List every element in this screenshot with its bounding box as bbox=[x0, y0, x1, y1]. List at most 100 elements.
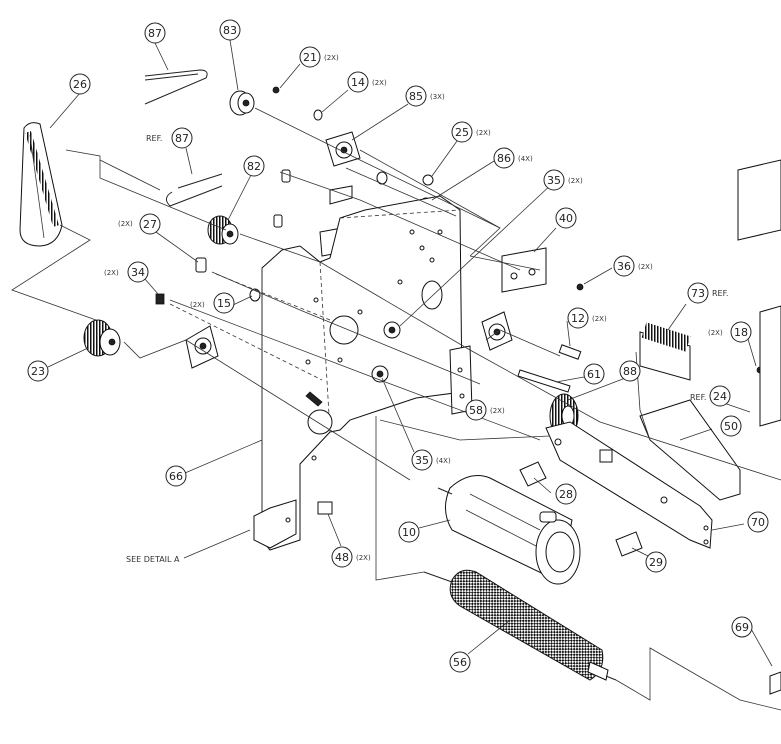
callout-circle bbox=[451, 121, 473, 143]
callout-58: 58 (2X) bbox=[465, 399, 505, 421]
callout-number: 87 bbox=[148, 27, 162, 40]
callout-circle bbox=[139, 213, 161, 235]
callout-qty: (2X) bbox=[490, 407, 505, 415]
callout-83: 83 bbox=[219, 19, 241, 41]
callout-25: 25(2X) bbox=[451, 121, 491, 143]
callout-number: 40 bbox=[559, 212, 573, 225]
callout-qty: (2X) bbox=[356, 554, 371, 562]
callout-circle bbox=[449, 651, 471, 673]
spring-wire-87 bbox=[144, 69, 208, 105]
callout-circle bbox=[405, 85, 427, 107]
callout-number: 85 bbox=[409, 90, 423, 103]
see-detail-a-label: SEE DETAIL A bbox=[126, 555, 180, 564]
pulley-23 bbox=[83, 319, 121, 357]
callout-number: 12 bbox=[571, 312, 585, 325]
callout-23: 23 bbox=[27, 360, 49, 382]
callout-26: 26 bbox=[69, 73, 91, 95]
callout-circle bbox=[645, 551, 667, 573]
bearing-plates-85 bbox=[185, 131, 513, 369]
spring-wire-87-ref bbox=[166, 173, 223, 207]
callout-qty: (4X) bbox=[518, 155, 533, 163]
callout-circle bbox=[243, 155, 265, 177]
timing-belt-26 bbox=[19, 122, 63, 247]
callout-61: 61 bbox=[583, 363, 605, 385]
callout-qty: (2X) bbox=[372, 79, 387, 87]
housing-partial bbox=[737, 159, 781, 241]
callout-21: 21(2X) bbox=[299, 46, 339, 68]
callout-number: 35 bbox=[415, 454, 429, 467]
callout-number: 48 bbox=[335, 551, 349, 564]
callout-number: 73 bbox=[691, 287, 705, 300]
callout-qty: (4X) bbox=[436, 457, 451, 465]
connector-73 bbox=[639, 322, 691, 381]
callout-50: 50 bbox=[720, 415, 742, 437]
callout-34: 34 bbox=[127, 261, 149, 283]
leader-lines bbox=[47, 39, 773, 667]
callout-circle bbox=[619, 360, 641, 382]
callout-qty: (2X) bbox=[324, 54, 339, 62]
callout-48: 48 (2X) bbox=[331, 546, 371, 568]
callout-28: 28 bbox=[555, 483, 577, 505]
callout-circle bbox=[747, 511, 769, 533]
callout-number: 61 bbox=[587, 368, 601, 381]
callout-qty: REF. bbox=[712, 289, 728, 298]
callout-56: 56 bbox=[449, 651, 471, 673]
callout-number: 15 bbox=[217, 297, 231, 310]
callout-35: 35 (4X) bbox=[411, 449, 451, 471]
callout-number: 24 bbox=[713, 390, 727, 403]
knurled-roller-56 bbox=[423, 569, 617, 681]
callout-35: 35 (2X) bbox=[543, 169, 583, 191]
callout-circle bbox=[347, 71, 369, 93]
shaft-61 bbox=[517, 369, 571, 393]
callout-circle bbox=[171, 127, 193, 149]
callout-69: 69 bbox=[731, 616, 753, 638]
callout-87: 87 bbox=[171, 127, 193, 149]
callout-circle bbox=[213, 292, 235, 314]
callout-number: 10 bbox=[402, 526, 416, 539]
callout-number: 29 bbox=[649, 556, 663, 569]
callout-qty: (2X) bbox=[592, 315, 607, 323]
callout-number: 50 bbox=[724, 420, 738, 433]
callout-number: 27 bbox=[143, 218, 157, 231]
qty-label-18: (2X) bbox=[708, 329, 723, 337]
callout-circle bbox=[613, 255, 635, 277]
callout-82: 82 bbox=[243, 155, 265, 177]
callout-circle bbox=[730, 321, 752, 343]
callout-circle bbox=[687, 282, 709, 304]
callout-circle bbox=[127, 261, 149, 283]
callout-number: 69 bbox=[735, 621, 749, 634]
callout-circle bbox=[69, 73, 91, 95]
callout-circle bbox=[555, 483, 577, 505]
explosion-lines bbox=[11, 107, 781, 711]
callout-circle bbox=[709, 385, 731, 407]
block-48 bbox=[317, 501, 333, 515]
callout-number: 35 bbox=[547, 174, 561, 187]
callout-number: 56 bbox=[453, 656, 467, 669]
bracket-25 bbox=[329, 185, 353, 205]
callout-number: 14 bbox=[351, 76, 365, 89]
callout-qty: (2X) bbox=[638, 263, 653, 271]
prefix-labels: REF. (2X) (2X) (2X) (2X) REF. SEE DETAIL… bbox=[104, 134, 723, 564]
collar-83 bbox=[229, 90, 255, 116]
plate-40 bbox=[501, 247, 547, 293]
callout-circle bbox=[165, 465, 187, 487]
callout-number: 58 bbox=[469, 404, 483, 417]
callout-40: 40 bbox=[555, 207, 577, 229]
callout-12: 12 (2X) bbox=[567, 307, 607, 329]
callout-circle bbox=[465, 399, 487, 421]
callout-number: 66 bbox=[169, 470, 183, 483]
bracket-70 bbox=[545, 421, 713, 549]
motor-10 bbox=[437, 475, 581, 585]
callout-number: 25 bbox=[455, 126, 469, 139]
clip-28 bbox=[519, 461, 547, 487]
callout-29: 29 bbox=[645, 551, 667, 573]
callout-circle bbox=[299, 46, 321, 68]
callout-circle bbox=[493, 147, 515, 169]
callout-10: 10 bbox=[398, 521, 420, 543]
callout-circle bbox=[144, 22, 166, 44]
callout-qty: (2X) bbox=[568, 177, 583, 185]
callout-number: 82 bbox=[247, 160, 261, 173]
callout-88: 88 bbox=[619, 360, 641, 382]
callout-36: 36(2X) bbox=[613, 255, 653, 277]
